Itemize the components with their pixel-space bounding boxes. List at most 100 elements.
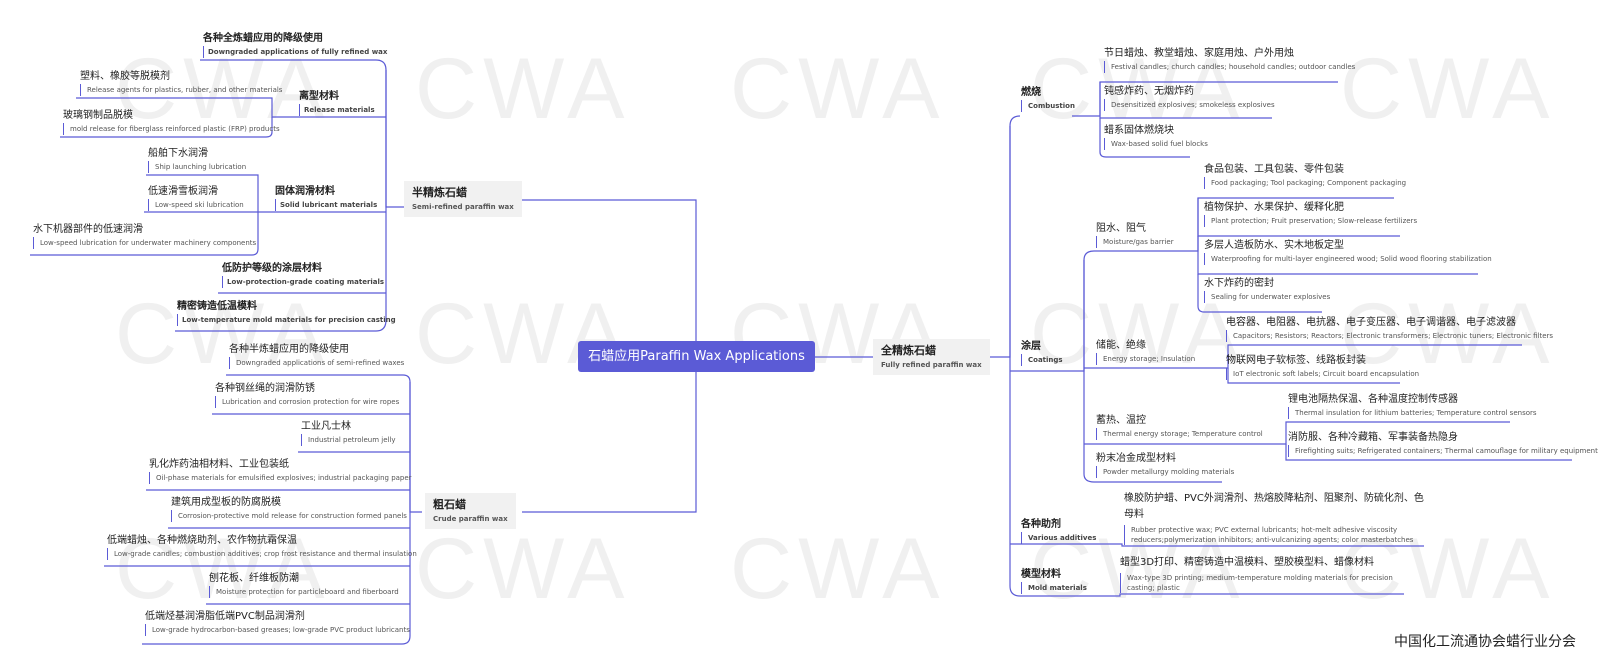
node-label-cn: 各种钢丝绳的润滑防锈 xyxy=(215,383,315,394)
node-label-en: Desensitized explosives; smokeless explo… xyxy=(1104,99,1275,111)
node-label-cn: 节日蜡烛、教堂蜡烛、家庭用烛、户外用烛 xyxy=(1104,48,1294,59)
semi-item-release[interactable]: 离型材料 Release materials xyxy=(299,90,375,116)
crude-item[interactable]: 低端蜡烛、各种燃烧助剂、农作物抗霜保温 Low-grade candles; c… xyxy=(107,534,417,560)
node-label-cn: 工业凡士林 xyxy=(301,421,351,432)
category-additives[interactable]: 各种助剂 Various additives xyxy=(1021,518,1096,544)
additives-child[interactable]: 橡胶防护蜡、PVC外润滑剂、热熔胶降粘剂、阻聚剂、防硫化剂、色母料 Rubber… xyxy=(1124,491,1424,545)
central-topic[interactable]: 石蜡应用Paraffin Wax Applications xyxy=(578,341,815,372)
node-label-en: Plant protection; Fruit preservation; Sl… xyxy=(1204,215,1417,227)
crude-item[interactable]: 低端烃基润滑脂低端PVC制品润滑剂 Low-grade hydrocarbon-… xyxy=(145,610,410,636)
crude-item[interactable]: 建筑用成型板的防腐脱模 Corrosion-protective mold re… xyxy=(171,496,407,522)
node-label-cn: 模型材料 xyxy=(1021,569,1061,580)
node-label-cn: 船舶下水润滑 xyxy=(148,148,208,159)
node-label-cn: 水下炸药的密封 xyxy=(1204,278,1274,289)
node-label-cn: 刨花板、纤维板防潮 xyxy=(209,573,299,584)
solid-lubricant-child[interactable]: 低速滑雪板润滑 Low-speed ski lubrication xyxy=(148,185,244,211)
node-label-en: Moisture protection for particleboard an… xyxy=(209,586,399,598)
node-label-en: Crude paraffin wax xyxy=(433,515,508,523)
organization-footer: 中国化工流通协会蜡行业分会 xyxy=(1394,634,1576,650)
watermark: CWA xyxy=(115,521,331,617)
coatings-energy[interactable]: 储能、绝缘 Energy storage; Insulation xyxy=(1096,339,1195,365)
node-label-en: Mold materials xyxy=(1021,582,1087,594)
category-coatings[interactable]: 涂层 Coatings xyxy=(1021,340,1063,366)
coatings-thermal[interactable]: 蓄热、温控 Thermal energy storage; Temperatur… xyxy=(1096,414,1263,440)
release-child[interactable]: 塑料、橡胶等脱模剂 Release agents for plastics, r… xyxy=(80,70,282,96)
semi-item-solid-lubricant[interactable]: 固体润滑材料 Solid lubricant materials xyxy=(275,185,377,211)
node-label-en: Wax-type 3D printing; medium-temperature… xyxy=(1120,573,1400,593)
node-label-en: Powder metallurgy molding materials xyxy=(1096,466,1234,478)
node-label-cn: 低端烃基润滑脂低端PVC制品润滑剂 xyxy=(145,611,305,622)
watermark: CWA xyxy=(115,286,331,382)
node-label-cn: 粗石蜡 xyxy=(433,498,466,511)
category-mold-materials[interactable]: 模型材料 Mold materials xyxy=(1021,568,1087,594)
node-label-cn: 各种半炼蜡应用的降级使用 xyxy=(229,344,349,355)
combustion-child[interactable]: 蜡系固体燃烧块 Wax-based solid fuel blocks xyxy=(1104,124,1208,150)
node-label-en: Low-grade candles; combustion additives;… xyxy=(107,548,417,560)
crude-item[interactable]: 乳化炸药油相材料、工业包装纸 Oil-phase materials for e… xyxy=(149,458,412,484)
energy-child[interactable]: 电容器、电阻器、电抗器、电子变压器、电子调谐器、电子滤波器 Capacitors… xyxy=(1226,316,1553,342)
coatings-powder[interactable]: 粉末冶金成型材料 Powder metallurgy molding mater… xyxy=(1096,452,1234,478)
combustion-child[interactable]: 钝感炸药、无烟炸药 Desensitized explosives; smoke… xyxy=(1104,85,1275,111)
solid-lubricant-child[interactable]: 船舶下水润滑 Ship launching lubrication xyxy=(148,147,246,173)
crude-item[interactable]: 工业凡士林 Industrial petroleum jelly xyxy=(301,420,396,446)
moisture-child[interactable]: 植物保护、水果保护、缓释化肥 Plant protection; Fruit p… xyxy=(1204,201,1417,227)
semi-refined-node[interactable]: 半精炼石蜡 Semi-refined paraffin wax xyxy=(404,181,522,217)
node-label-en: Rubber protective wax; PVC external lubr… xyxy=(1124,525,1424,545)
crude-node[interactable]: 粗石蜡 Crude paraffin wax xyxy=(425,493,516,529)
node-label-en: Low-grade hydrocarbon-based greases; low… xyxy=(145,624,410,636)
combustion-child[interactable]: 节日蜡烛、教堂蜡烛、家庭用烛、户外用烛 Festival candles; ch… xyxy=(1104,47,1355,73)
category-combustion[interactable]: 燃烧 Combustion xyxy=(1021,86,1075,112)
thermal-child[interactable]: 锂电池隔热保温、各种温度控制传感器 Thermal insulation for… xyxy=(1288,393,1537,419)
mold-child[interactable]: 蜡型3D打印、精密铸造中温模料、塑胶模型料、蜡像材料 Wax-type 3D p… xyxy=(1120,556,1400,593)
node-label-en: Low-speed lubrication for underwater mac… xyxy=(33,237,256,249)
node-label-cn: 乳化炸药油相材料、工业包装纸 xyxy=(149,459,289,470)
node-label-en: Coatings xyxy=(1021,354,1063,366)
node-label-cn: 全精炼石蜡 xyxy=(881,344,936,357)
node-label-en: Fully refined paraffin wax xyxy=(881,361,982,369)
node-label-cn: 蜡系固体燃烧块 xyxy=(1104,125,1174,136)
node-label-en: IoT electronic soft labels; Circuit boar… xyxy=(1226,368,1419,380)
watermark: CWA xyxy=(1030,521,1246,617)
moisture-child[interactable]: 水下炸药的密封 Sealing for underwater explosive… xyxy=(1204,277,1330,303)
release-child[interactable]: 玻璃钢制品脱模 mold release for fiberglass rein… xyxy=(63,109,280,135)
node-label-cn: 蓄热、温控 xyxy=(1096,415,1146,426)
fully-refined-node[interactable]: 全精炼石蜡 Fully refined paraffin wax xyxy=(873,339,990,375)
node-label-cn: 储能、绝缘 xyxy=(1096,340,1146,351)
node-label-en: Moisture/gas barrier xyxy=(1096,236,1174,248)
crude-item[interactable]: 刨花板、纤维板防潮 Moisture protection for partic… xyxy=(209,572,399,598)
moisture-child[interactable]: 多层人造板防水、实木地板定型 Waterproofing for multi-l… xyxy=(1204,239,1492,265)
node-label-en: Low-temperature mold materials for preci… xyxy=(177,314,396,326)
node-label-en: Thermal insulation for lithium batteries… xyxy=(1288,407,1537,419)
coatings-moisture[interactable]: 阻水、阻气 Moisture/gas barrier xyxy=(1096,222,1174,248)
node-label-en: Downgraded applications of semi-refined … xyxy=(229,357,404,369)
node-label-cn: 蜡型3D打印、精密铸造中温模料、塑胶模型料、蜡像材料 xyxy=(1120,557,1375,568)
node-label-cn: 橡胶防护蜡、PVC外润滑剂、热熔胶降粘剂、阻聚剂、防硫化剂、色母料 xyxy=(1124,493,1424,520)
solid-lubricant-child[interactable]: 水下机器部件的低速润滑 Low-speed lubrication for un… xyxy=(33,223,256,249)
node-label-cn: 涂层 xyxy=(1021,341,1041,352)
node-label-en: Firefighting suits; Refrigerated contain… xyxy=(1288,445,1598,457)
crude-item[interactable]: 各种半炼蜡应用的降级使用 Downgraded applications of … xyxy=(229,343,404,369)
node-label-cn: 燃烧 xyxy=(1021,87,1041,98)
semi-item[interactable]: 精密铸造低温模料 Low-temperature mold materials … xyxy=(177,300,396,326)
semi-item[interactable]: 低防护等级的涂层材料 Low-protection-grade coating … xyxy=(222,262,384,288)
thermal-child[interactable]: 消防服、各种冷藏箱、军事装备热隐身 Firefighting suits; Re… xyxy=(1288,431,1598,457)
moisture-child[interactable]: 食品包装、工具包装、零件包装 Food packaging; Tool pack… xyxy=(1204,163,1406,189)
node-label-cn: 水下机器部件的低速润滑 xyxy=(33,224,143,235)
node-label-cn: 玻璃钢制品脱模 xyxy=(63,110,133,121)
watermark: CWA xyxy=(1340,41,1556,137)
node-label-en: Combustion xyxy=(1021,100,1075,112)
crude-item[interactable]: 各种钢丝绳的润滑防锈 Lubrication and corrosion pro… xyxy=(215,382,399,408)
node-label-cn: 半精炼石蜡 xyxy=(412,186,467,199)
node-label-cn: 食品包装、工具包装、零件包装 xyxy=(1204,164,1344,175)
node-label-cn: 各种全炼蜡应用的降级使用 xyxy=(203,33,323,44)
semi-item[interactable]: 各种全炼蜡应用的降级使用 Downgraded applications of … xyxy=(203,32,387,58)
node-label-en: Low-speed ski lubrication xyxy=(148,199,244,211)
watermark: CWA xyxy=(1340,521,1556,617)
node-label-en: Downgraded applications of fully refined… xyxy=(203,46,387,58)
node-label-en: Thermal energy storage; Temperature cont… xyxy=(1096,428,1263,440)
node-label-cn: 阻水、阻气 xyxy=(1096,223,1146,234)
energy-child[interactable]: 物联网电子软标签、线路板封装 IoT electronic soft label… xyxy=(1226,354,1419,380)
node-label-en: Various additives xyxy=(1021,532,1096,544)
node-label-en: Food packaging; Tool packaging; Componen… xyxy=(1204,177,1406,189)
watermark: CWA xyxy=(415,521,631,617)
